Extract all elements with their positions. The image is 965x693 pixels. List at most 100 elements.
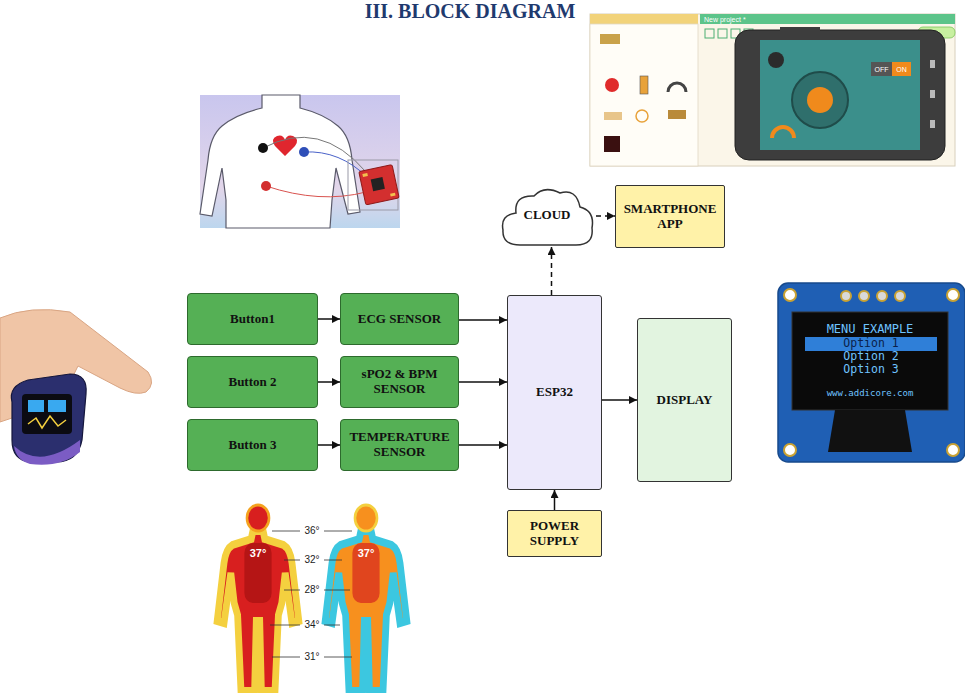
phone-key xyxy=(930,90,935,98)
ecg-illustration xyxy=(200,95,400,228)
ecg-board xyxy=(359,165,399,205)
temperature-scale: 31° xyxy=(303,652,320,662)
phone-joystick-ring xyxy=(792,72,848,128)
node-text: Button1 xyxy=(194,312,311,327)
menu-heading: MENU EXAMPLE xyxy=(827,323,914,335)
connector-arrow xyxy=(459,381,507,383)
app-panel-bar xyxy=(590,14,698,24)
cloud-path xyxy=(503,190,593,245)
phone-gauge xyxy=(772,127,794,138)
ecg-panel xyxy=(200,95,400,228)
phone-screen xyxy=(760,40,920,150)
phone-led xyxy=(768,52,784,68)
cloud-shape: CLOUD xyxy=(498,183,596,247)
app-element-icon xyxy=(600,34,620,44)
pin-pad xyxy=(877,291,887,301)
button-box: Button 2 xyxy=(187,356,318,408)
temperature-scale: 32° xyxy=(303,555,320,565)
electrode-wire xyxy=(304,152,368,178)
ecg-chip xyxy=(371,177,385,191)
ecg-pad xyxy=(390,193,396,197)
connector-arrow xyxy=(318,318,340,320)
leader-line xyxy=(324,590,350,591)
leader-line xyxy=(324,625,340,626)
phone-switch-on xyxy=(892,62,911,76)
ecg-pad xyxy=(362,173,368,177)
node-text: SMARTPHONE APP xyxy=(621,202,719,232)
oled-module xyxy=(778,283,965,462)
oximeter-readout xyxy=(48,400,66,412)
body-silhouette xyxy=(325,531,407,691)
sensor-box: ECG SENSOR xyxy=(340,293,459,345)
phone-joystick-knob xyxy=(807,87,833,113)
phone-switch-off xyxy=(871,62,892,76)
app-element-icon xyxy=(668,110,686,119)
thermal-body-red xyxy=(217,505,299,691)
menu-option: Option 2 xyxy=(843,351,898,363)
button-box: Button1 xyxy=(187,293,318,345)
phone-key xyxy=(780,27,820,31)
oximeter-readout xyxy=(28,400,44,412)
pin-pad xyxy=(859,291,869,301)
mounting-hole xyxy=(784,444,796,456)
electrode-wire xyxy=(263,137,366,172)
leader-line xyxy=(284,560,300,561)
connector-arrow xyxy=(554,490,556,510)
body-silhouette xyxy=(217,531,299,691)
app-title-bar xyxy=(700,14,955,24)
heart-symbol xyxy=(273,136,297,157)
mounting-hole xyxy=(947,444,959,456)
leader-line xyxy=(284,590,300,591)
menu-option: Option 1 xyxy=(843,338,898,350)
node-text: DISPLAY xyxy=(643,393,726,408)
temperature-value: 37° xyxy=(358,548,375,559)
oximeter-trim xyxy=(14,440,80,465)
temperature-scale: 34° xyxy=(303,620,320,630)
app-element-icon xyxy=(636,110,648,122)
electrode-wire xyxy=(266,186,366,197)
ecg-board-pcb xyxy=(359,165,399,205)
app-elements-panel xyxy=(590,24,698,166)
app-screenshot xyxy=(590,14,955,166)
torso-outline xyxy=(200,95,360,228)
leader-line xyxy=(324,531,352,532)
app-window-title: New project * xyxy=(704,16,746,23)
node-text: POWER SUPPLY xyxy=(513,519,596,549)
pin-pad xyxy=(895,291,905,301)
oled-screen xyxy=(792,312,948,410)
connector-arrow xyxy=(551,247,553,295)
button-box: Button 3 xyxy=(187,419,318,471)
menu-option: Option 3 xyxy=(843,364,898,376)
leader-line xyxy=(272,531,300,532)
connector-arrow xyxy=(459,319,507,321)
leader-line xyxy=(270,625,300,626)
leader-line xyxy=(324,560,342,561)
switch-label: ON xyxy=(896,66,907,73)
app-gauge-icon xyxy=(668,83,686,92)
oled-ribbon xyxy=(828,410,912,452)
oled-board xyxy=(778,283,965,462)
sensor-box: TEMPERATURE SENSOR xyxy=(340,419,459,471)
node-text: Button 2 xyxy=(194,375,311,390)
leader-lines xyxy=(270,531,352,657)
temperature-scale: 36° xyxy=(303,526,320,536)
oximeter-screen xyxy=(22,394,72,434)
mounting-hole xyxy=(784,289,796,301)
app-editor-window xyxy=(590,14,955,166)
temperature-scale: 28° xyxy=(303,585,320,595)
electrode-dot xyxy=(261,181,271,191)
phone-key xyxy=(930,60,935,68)
electrode-dot xyxy=(299,147,309,157)
node-text: TEMPERATURE SENSOR xyxy=(346,430,453,460)
node-text: ECG SENSOR xyxy=(346,312,453,327)
phone-key xyxy=(930,120,935,128)
menu-highlight xyxy=(805,337,937,351)
oximeter-wave xyxy=(28,416,66,428)
app-led-icon xyxy=(605,78,619,92)
app-slider-icon xyxy=(640,76,648,94)
screen-url: www.addicore.com xyxy=(827,389,914,398)
app-element-icon xyxy=(604,112,622,120)
